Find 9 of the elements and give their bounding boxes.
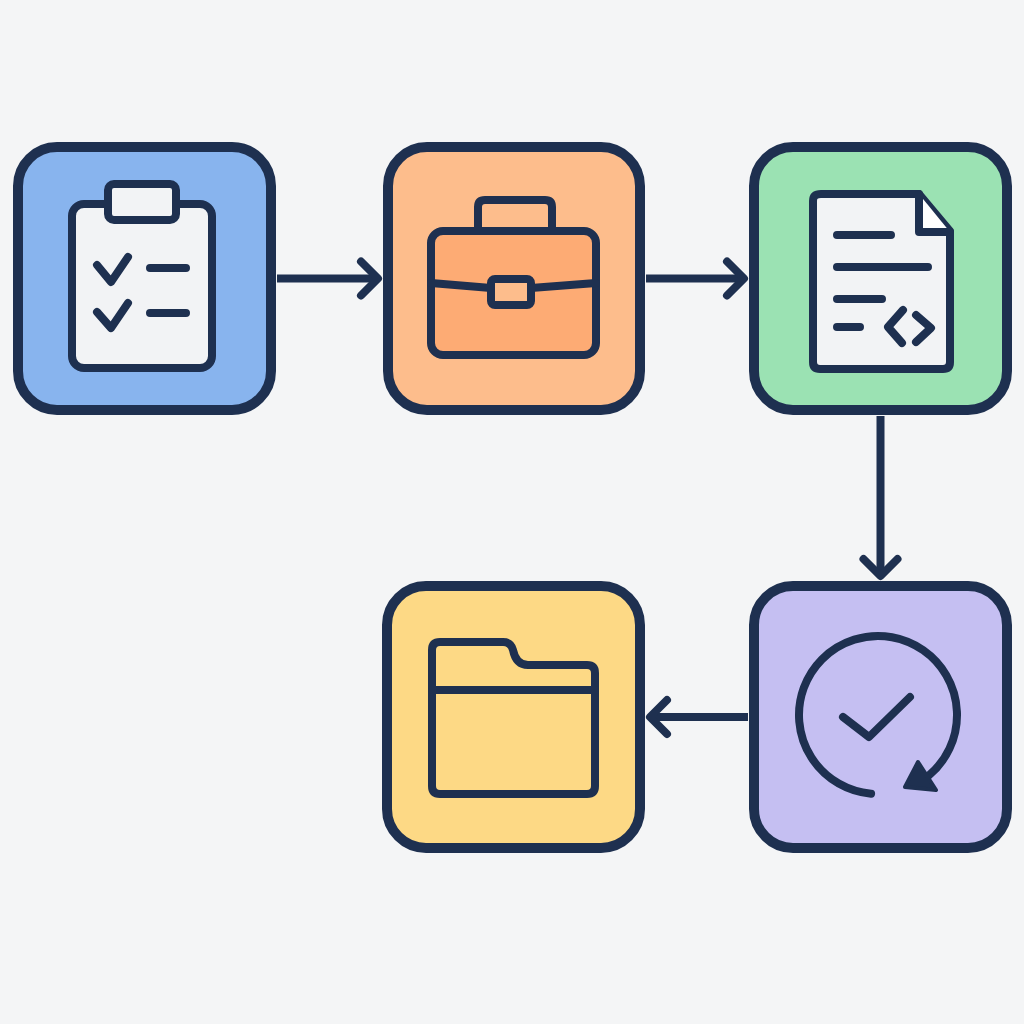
step-box xyxy=(749,142,1012,415)
step-box xyxy=(13,142,276,415)
arrow xyxy=(646,257,748,300)
step-box xyxy=(749,581,1012,853)
arrow xyxy=(859,416,902,580)
arrow xyxy=(277,257,382,300)
arrow xyxy=(646,696,748,738)
step-box xyxy=(383,142,645,415)
step-box xyxy=(382,581,645,853)
